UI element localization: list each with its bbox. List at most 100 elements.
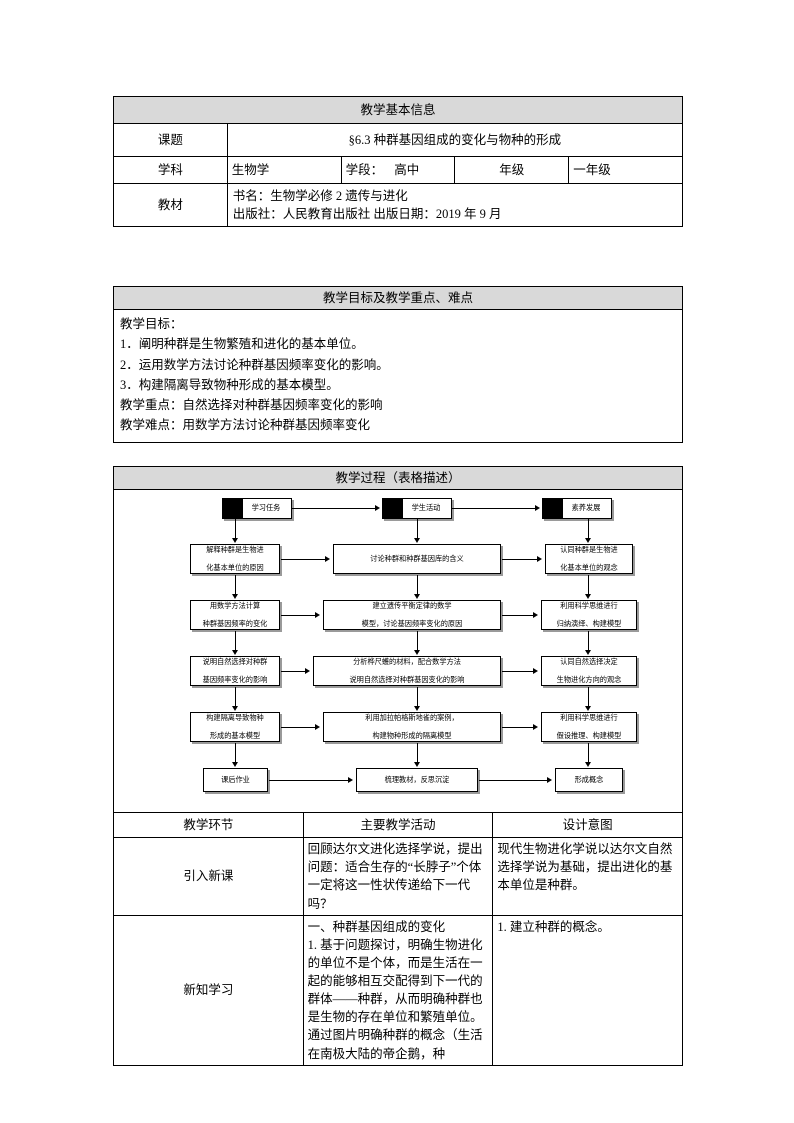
activity-intro-text: 回顾达尔文进化选择学说，提出问题：适合生存的“长脖子”个体一定将这一性状传递给下… [302,837,494,916]
stage-cell: 学段： 高中 [340,156,456,184]
arrow-down-icon [584,706,591,712]
flow-header-literacy-development: 素养发展 [542,498,612,520]
flow-box-r4c3: 利用科学思维进行 假设推理、构建模型 [541,712,637,743]
flow-box-line: 假设推理、构建模型 [556,730,622,740]
activity-newlearning-text: 一、种群基因组成的变化 1. 基于问题探讨，明确生物进化的单位不是个体，而是生活… [302,914,494,1066]
subject-label: 学科 [113,156,228,184]
col-header-activity: 主要教学活动 [302,812,494,839]
flow-box-line: 生物进化方向的观念 [556,674,622,684]
table-row: 教学目标： 1．阐明种群是生物繁殖和进化的基本单位。 2．运用数学方法讨论种群基… [113,309,683,443]
col-header-intent: 设计意图 [492,812,683,839]
flow-box-r3c3: 认同自然选择决定 生物进化方向的观念 [541,656,637,687]
table-row: 教材 书名：生物学必修 2 遗传与进化 出版社：人民教育出版社 出版日期：201… [113,182,684,228]
connector-line [235,631,236,654]
connector-line [417,687,418,710]
connector-line [281,727,316,729]
difficult-point-line: 教学难点：用数学方法讨论种群基因频率变化 [120,418,371,433]
grade-value: 一年级 [568,156,683,184]
table-row: 引入新课 回顾达尔文进化选择学说，提出问题：适合生存的“长脖子”个体一定将这一性… [113,837,683,916]
flow-box-r1c1: 解释种群是生物进 化基本单位的原因 [190,544,280,575]
flow-box-r3c2: 分析桦尺蠖的材料，配合数学方法 说明自然选择对种群基因变化的影响 [313,656,501,687]
flow-box-line: 讨论种群和种群基因库的含义 [370,553,464,563]
flow-box-line: 形成的基本模型 [209,730,261,740]
arrow-down-icon [413,538,420,544]
flow-box-line: 梳理教材，反思沉淀 [384,774,450,784]
flow-header-student-activity: 学生活动 [382,498,452,520]
connector-line [588,575,589,598]
activity-line: 1. 基于问题探讨，明确生物进化的单位不是个体，而是生活在一起的能够相互交配得到… [307,937,483,1061]
arrow-right-icon [533,667,538,674]
flow-box-line: 认同种群是生物进 [560,544,618,554]
connector-line [588,631,589,654]
arrow-down-icon [231,762,238,768]
flow-header-label: 学习任务 [251,503,281,513]
arrow-down-icon [413,650,420,656]
flow-box-r2c2: 建立遗传平衡定律的数学 模型，讨论基因频率变化的原因 [323,600,501,631]
table-row: 教学过程（表格描述） [113,465,683,491]
flow-box-line: 利用科学思维进行 [560,712,618,722]
table-row: 教学基本信息 [113,96,683,124]
flow-box-line: 基因频率变化的影响 [202,674,268,684]
stage-newlearning-label: 新知学习 [113,914,304,1066]
arrow-right-icon [533,723,538,730]
flow-box-r2c3: 利用科学思维进行 归纳演绎、构建模型 [541,600,637,631]
flow-box-r1c2: 讨论种群和种群基因库的含义 [333,544,501,575]
flow-box-r5c1: 课后作业 [203,768,268,793]
flow-box-line: 说明自然选择对种群 [202,656,268,666]
connector-line [502,671,534,673]
objectives-body: 教学目标： 1．阐明种群是生物繁殖和进化的基本单位。 2．运用数学方法讨论种群基… [113,309,683,443]
process-header: 教学过程（表格描述） [113,465,683,491]
table-row: 课题 §6.3 种群基因组成的变化与物种的形成 [113,123,684,157]
table-row: 教学目标及教学重点、难点 [113,285,683,311]
topic-value: §6.3 种群基因组成的变化与物种的形成 [226,123,684,157]
key-point-line: 教学重点：自然选择对种群基因频率变化的影响 [120,398,383,413]
arrow-down-icon [413,762,420,768]
arrow-down-icon [584,594,591,600]
textbook-label: 教材 [113,182,228,228]
textbook-publisher: 出版社：人民教育出版社 出版日期：2019 年 9 月 [232,207,502,222]
connector-line [452,508,537,510]
grade-label: 年级 [454,156,570,184]
connector-line [588,519,589,542]
arrow-down-icon [231,538,238,544]
flow-box-line: 利用加拉帕格斯地雀的案例， [365,712,459,722]
arrow-right-icon [375,504,380,511]
connector-line [235,575,236,598]
flow-box-r5c2: 梳理教材，反思沉淀 [356,768,478,793]
table-row: 学习任务 学生活动 素养发展 [113,489,683,814]
arrow-down-icon [413,594,420,600]
connector-line [417,631,418,654]
flow-box-line: 认同自然选择决定 [560,656,618,666]
table-row: 新知学习 一、种群基因组成的变化 1. 基于问题探讨，明确生物进化的单位不是个体… [113,914,683,1066]
stage-intro-label: 引入新课 [113,837,304,916]
black-bar-icon [543,499,563,519]
arrow-right-icon [325,555,330,562]
arrow-down-icon [231,594,238,600]
intent-newlearning-text: 1. 建立种群的概念。 [492,914,683,1066]
flow-box-line: 解释种群是生物进 [206,544,264,554]
basic-info-table: 教学基本信息 课题 §6.3 种群基因组成的变化与物种的形成 学科 生物学 学段… [113,96,684,228]
flow-box-line: 建立遗传平衡定律的数学 [372,600,452,610]
connector-line [502,559,538,561]
connector-line [502,615,534,617]
connector-line [269,780,349,782]
connector-line [588,743,589,766]
connector-line [292,508,377,510]
flow-box-line: 种群基因频率的变化 [202,618,268,628]
flow-box-line: 用数学方法计算 [209,600,261,610]
teaching-process-table: 教学过程（表格描述） 学习任务 学生活动 素养发展 [113,465,683,1066]
flow-box-line: 分析桦尺蠖的材料，配合数学方法 [353,656,461,666]
flow-box-line: 形成概念 [574,774,604,784]
connector-line [235,519,236,542]
objective-line: 3．构建隔离导致物种形成的基本模型。 [120,377,339,392]
black-bar-icon [383,499,403,519]
arrow-right-icon [305,667,310,674]
arrow-down-icon [231,650,238,656]
connector-line [417,743,418,766]
flow-header-label: 学生活动 [411,503,441,513]
connector-line [479,780,548,782]
connector-line [235,743,236,766]
activity-line: 一、种群基因组成的变化 [307,919,446,934]
arrow-right-icon [315,723,320,730]
black-bar-icon [223,499,243,519]
